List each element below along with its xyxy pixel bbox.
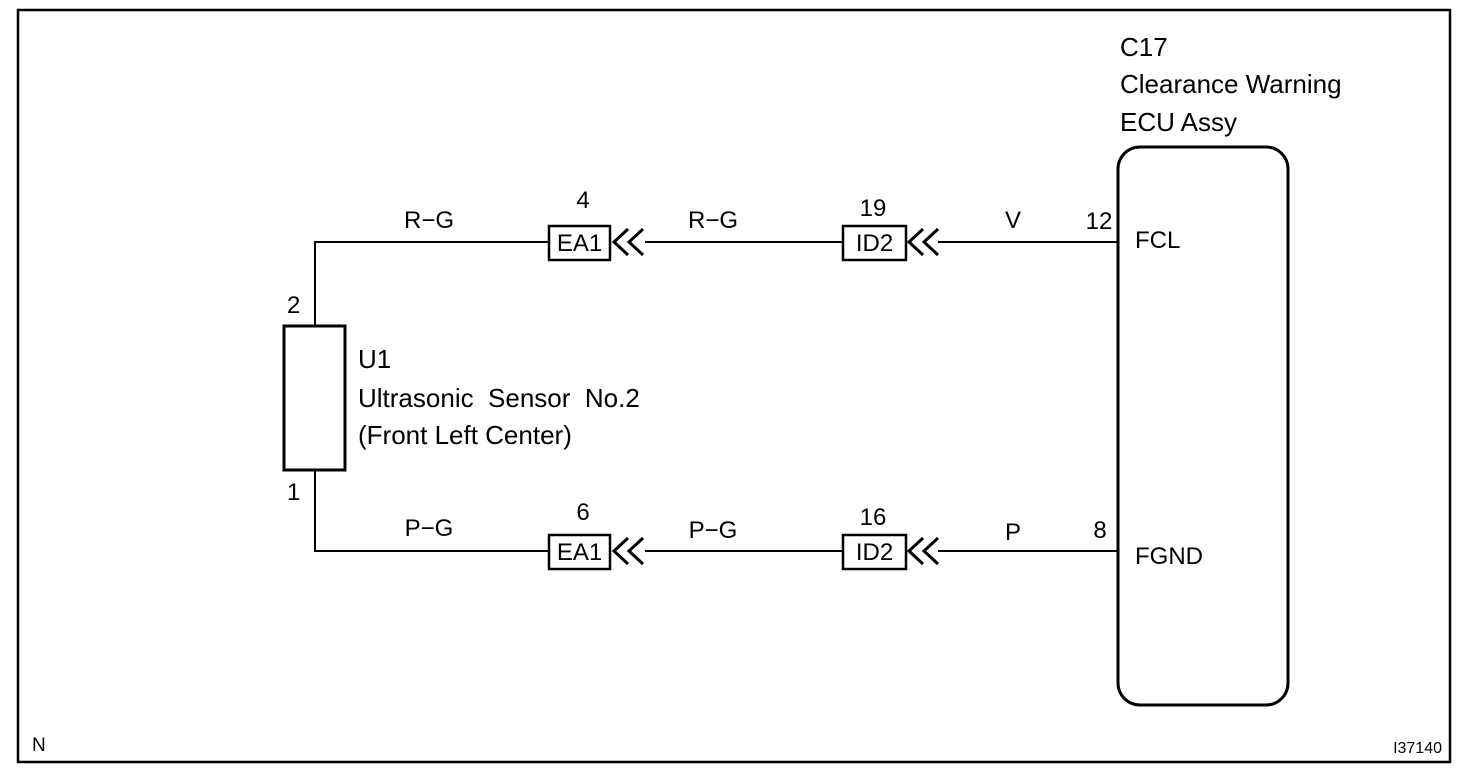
ecu-name-line1: Clearance Warning (1120, 69, 1342, 99)
footer-left-mark: N (32, 735, 46, 756)
top-connector1-pin: 4 (576, 187, 589, 214)
top-wire-sensor-side (314, 241, 549, 326)
sensor-box (282, 324, 347, 472)
ecu-pin-fcl: FCL (1135, 227, 1180, 254)
top-connector-id2-label: ID2 (856, 230, 893, 257)
bottom-connector-ea1-chevron-icon (611, 536, 645, 566)
bottom-connector-id2-label: ID2 (856, 539, 893, 566)
top-ecu-pin: 12 (1086, 208, 1113, 235)
bottom-wire-color-sensor: P−G (405, 515, 454, 542)
diagram-frame (16, 8, 1452, 764)
sensor-name-line2: (Front Left Center) (358, 420, 572, 450)
ecu-name-line2: ECU Assy (1120, 107, 1237, 137)
sensor-name-line1: Ultrasonic Sensor No.2 (358, 383, 640, 413)
top-connector-ea1-label: EA1 (557, 230, 602, 257)
bottom-connector1-pin: 6 (576, 499, 589, 526)
top-connector-ea1-chevron-icon (611, 227, 645, 257)
sensor-code: U1 (358, 344, 391, 374)
bottom-wire-color-ecu: P (1005, 519, 1021, 546)
bottom-connector-ea1 (547, 533, 612, 571)
bottom-wire-color-mid: P−G (689, 517, 738, 544)
top-circuit: EA1 ID2 R−G 4 R−G 19 V 12 (314, 187, 1118, 326)
top-connector-id2-chevron-icon (906, 227, 940, 257)
bottom-wire-sensor-side (314, 470, 549, 552)
bottom-connector-ea1-label: EA1 (557, 539, 602, 566)
top-connector2-pin: 19 (860, 195, 887, 222)
bottom-connector-id2-chevron-icon (906, 536, 940, 566)
top-wire-color-ecu: V (1005, 207, 1021, 234)
bottom-connector2-pin: 16 (860, 504, 887, 531)
sensor-pin-top: 2 (287, 292, 300, 319)
sensor-pin-bottom: 1 (287, 479, 300, 506)
bottom-ecu-pin: 8 (1093, 517, 1106, 544)
ecu-box (1116, 145, 1290, 707)
top-connector-ea1 (547, 224, 612, 262)
ecu-pin-fgnd: FGND (1135, 543, 1203, 570)
top-connector-id2 (841, 224, 908, 262)
top-wire-color-sensor: R−G (404, 207, 454, 234)
figure-id: I37140 (1393, 740, 1442, 757)
top-wire-color-mid: R−G (688, 207, 738, 234)
bottom-circuit: EA1 ID2 P−G 6 P−G 16 P 8 (314, 470, 1118, 571)
ecu-code: C17 (1120, 32, 1168, 62)
bottom-connector-id2 (841, 533, 908, 571)
